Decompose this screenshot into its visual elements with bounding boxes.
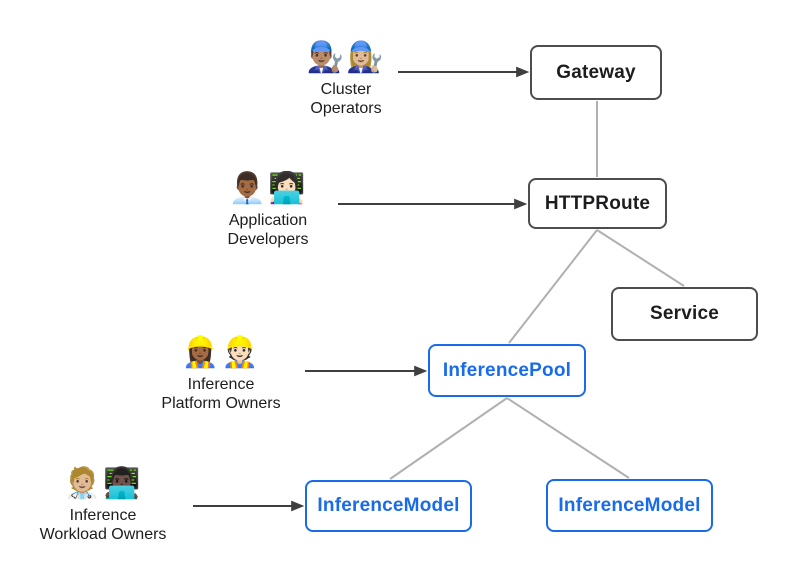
node-service: Service — [611, 287, 758, 341]
cluster-operators-emoji: 👨🏽‍🔧👩🏼‍🔧 — [306, 41, 386, 74]
persona-inference-platform-owners: 👷🏾‍♀️👷🏻 Inference Platform Owners — [111, 331, 331, 413]
inference-platform-owners-emoji: 👷🏾‍♀️👷🏻 — [181, 336, 261, 369]
inference-platform-owners-label: Inference Platform Owners — [161, 376, 281, 412]
node-inferencemodel-1-label: InferenceModel — [317, 495, 460, 516]
node-inferencemodel-2: InferenceModel — [546, 479, 713, 532]
application-developers-emoji: 👨🏾‍💼👩🏻‍💻 — [228, 172, 308, 205]
persona-cluster-operators: 👨🏽‍🔧👩🏼‍🔧 Cluster Operators — [236, 36, 456, 118]
persona-application-developers: 👨🏾‍💼👩🏻‍💻 Application Developers — [158, 167, 378, 249]
node-inferencemodel-1: InferenceModel — [305, 480, 472, 532]
inference-workload-owners-label: Inference Workload Owners — [39, 507, 167, 543]
application-developers-label: Application Developers — [227, 212, 309, 248]
node-gateway: Gateway — [530, 45, 662, 100]
node-httproute: HTTPRoute — [528, 178, 667, 229]
edge-inferencepool-inferencemodel-2 — [506, 397, 630, 479]
edge-httproute-service — [596, 229, 685, 287]
node-gateway-label: Gateway — [556, 61, 636, 83]
node-inferencemodel-2-label: InferenceModel — [558, 494, 701, 516]
node-inferencepool-label: InferencePool — [442, 359, 572, 381]
persona-inference-workload-owners: 🧑🏼‍⚕️👨🏿‍💻 Inference Workload Owners — [0, 462, 213, 544]
edge-httproute-inferencepool — [508, 229, 598, 344]
edge-inferencepool-inferencemodel-1 — [389, 397, 508, 480]
node-service-label: Service — [649, 303, 719, 324]
cluster-operators-label: Cluster Operators — [310, 81, 382, 117]
node-httproute-label: HTTPRoute — [544, 192, 651, 214]
node-inferencepool: InferencePool — [428, 344, 586, 397]
inference-workload-owners-emoji: 🧑🏼‍⚕️👨🏿‍💻 — [63, 467, 143, 500]
